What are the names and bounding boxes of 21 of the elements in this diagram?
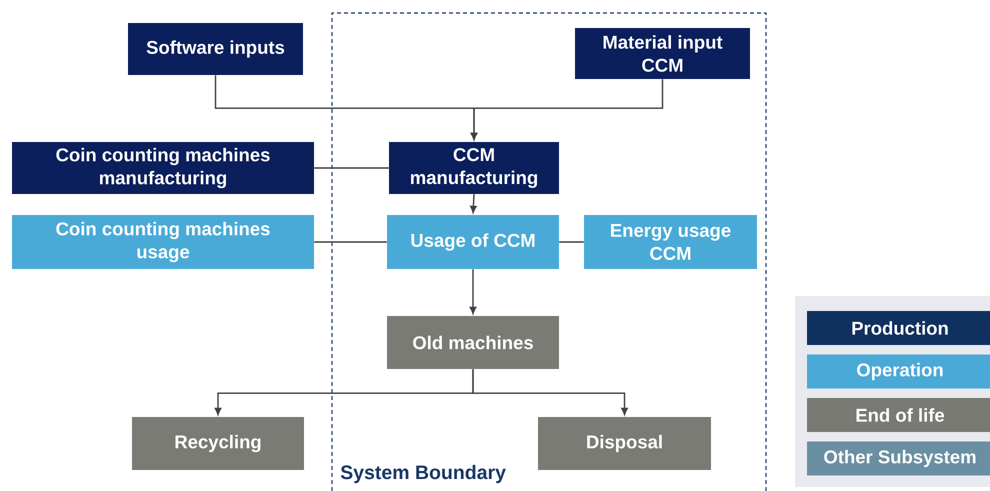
connector-line	[314, 167, 389, 169]
process-box: Usage of CCM	[387, 215, 559, 269]
process-box: CCM manufacturing	[389, 142, 559, 194]
process-box: Coin counting machines usage	[12, 215, 314, 269]
process-box: Material input CCM	[575, 28, 750, 79]
arrow	[470, 79, 664, 140]
connector-line	[314, 241, 387, 243]
arrow	[470, 269, 476, 314]
process-box: Energy usage CCM	[584, 215, 757, 269]
connector-line	[559, 241, 584, 243]
process-box: Recycling	[132, 417, 304, 470]
legend-item: Operation	[807, 354, 990, 388]
legend-item: End of life	[807, 398, 990, 432]
arrow	[470, 194, 477, 214]
process-box: Software inputs	[128, 23, 303, 75]
legend-item: Other Subsystem	[807, 442, 990, 476]
process-box: Coin counting machines manufacturing	[12, 142, 314, 194]
process-box: Disposal	[538, 417, 711, 470]
legend-item: Production	[807, 311, 990, 345]
arrow	[472, 369, 628, 416]
process-box: Old machines	[387, 316, 559, 369]
